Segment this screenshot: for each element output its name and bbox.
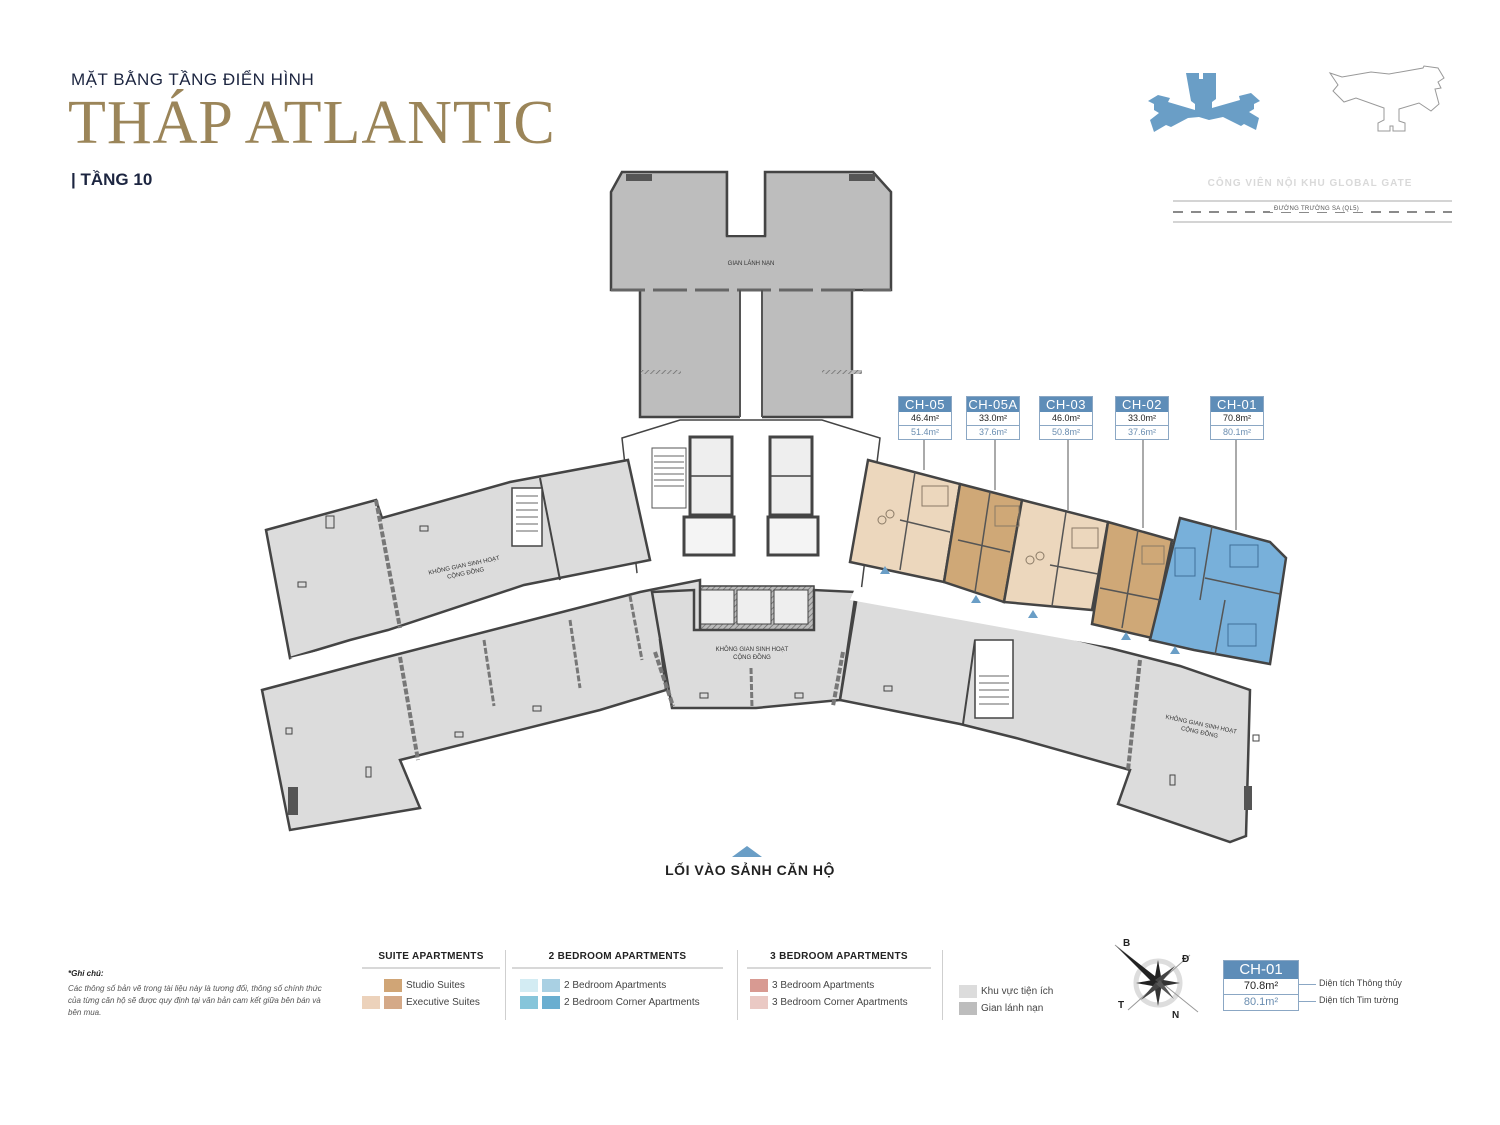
legend-label: 3 Bedroom Corner Apartments bbox=[772, 997, 908, 1008]
key-code: CH-01 bbox=[1224, 961, 1298, 979]
legend-item-utility: Khu vực tiện ích bbox=[959, 983, 1089, 1000]
legend-label: Studio Suites bbox=[406, 980, 465, 991]
floor-label: | TẦNG 10 bbox=[71, 170, 153, 189]
key-net-label: Diện tích Thông thủy bbox=[1319, 978, 1402, 988]
central-community bbox=[650, 588, 858, 710]
road-label: ĐƯỜNG TRƯỜNG SA (QL5) bbox=[1270, 206, 1364, 212]
unit-code: CH-05 bbox=[899, 397, 951, 412]
unit-tag-ch03[interactable]: CH-03 46.0m² 50.8m² bbox=[1039, 396, 1093, 440]
west-wing-upper bbox=[264, 458, 652, 660]
unit-gross-area: 37.6m² bbox=[978, 427, 1007, 437]
swatch-utility bbox=[959, 985, 977, 998]
east-corridor bbox=[850, 586, 1186, 660]
key-leader-gross bbox=[1298, 1001, 1316, 1002]
legend-divider bbox=[505, 950, 506, 1020]
swatch-executive-light bbox=[362, 996, 380, 1009]
legend-label: 3 Bedroom Apartments bbox=[772, 980, 875, 991]
legend-item-2br: 2 Bedroom Apartments bbox=[520, 977, 723, 994]
legend-suite: SUITE APARTMENTS Studio Suites Executive… bbox=[362, 951, 500, 1011]
legend-three-bedroom: 3 BEDROOM APARTMENTS 3 Bedroom Apartment… bbox=[747, 951, 931, 1011]
legend-item-2br-corner: 2 Bedroom Corner Apartments bbox=[520, 994, 723, 1011]
elevator-core bbox=[621, 419, 881, 631]
unit-net-area: 33.0m² bbox=[1116, 412, 1168, 426]
compass-icon bbox=[1114, 944, 1199, 1013]
refuge-wing bbox=[609, 170, 893, 420]
legend-item-3br: 3 Bedroom Apartments bbox=[750, 977, 931, 994]
legend-three-bed-heading: 3 BEDROOM APARTMENTS bbox=[747, 951, 931, 969]
unit-leader-lines bbox=[923, 436, 1237, 530]
legend-label: Gian lánh nạn bbox=[981, 1003, 1044, 1014]
swatch-2br-corner-light bbox=[520, 996, 538, 1009]
legend-two-bedroom: 2 BEDROOM APARTMENTS 2 Bedroom Apartment… bbox=[512, 951, 723, 1011]
park-label: CÔNG VIÊN NỘI KHU GLOBAL GATE bbox=[1207, 178, 1413, 189]
unit-gross-area: 80.1m² bbox=[1222, 427, 1251, 437]
compass-west-label: T bbox=[1118, 1000, 1125, 1011]
unit-ch01 bbox=[1148, 516, 1288, 666]
unit-net-area: 33.0m² bbox=[967, 412, 1019, 426]
swatch-executive-dark bbox=[384, 996, 402, 1009]
legend-suite-heading: SUITE APARTMENTS bbox=[362, 951, 500, 969]
unit-entry-arrows bbox=[880, 566, 1180, 654]
legend-item-refuge: Gian lánh nạn bbox=[959, 1000, 1089, 1017]
legend-label: 2 Bedroom Corner Apartments bbox=[564, 997, 700, 1008]
west-wing-lower bbox=[260, 578, 702, 832]
swatch-3br-corner bbox=[750, 996, 768, 1009]
unit-tag-ch02[interactable]: CH-02 33.0m² 37.6m² bbox=[1115, 396, 1169, 440]
swatch-2br-light bbox=[520, 979, 538, 992]
page-title: THÁP ATLANTIC bbox=[68, 89, 556, 157]
unit-code: CH-03 bbox=[1040, 397, 1092, 412]
apartment-units bbox=[848, 458, 1288, 666]
unit-ch03 bbox=[1002, 498, 1110, 612]
note-body: Các thông số bản vẽ trong tài liệu này l… bbox=[68, 984, 322, 1017]
site-key-outline-tower-icon bbox=[1328, 65, 1445, 132]
key-gross-label: Diện tích Tim tường bbox=[1319, 995, 1399, 1005]
unit-net-area: 70.8m² bbox=[1211, 412, 1263, 426]
legend-divider bbox=[942, 950, 943, 1020]
key-net-area: 70.8m² bbox=[1224, 979, 1298, 995]
entrance-arrow-icon bbox=[732, 846, 762, 857]
swatch-2br-corner-dark bbox=[542, 996, 560, 1009]
legend-label: 2 Bedroom Apartments bbox=[564, 980, 667, 991]
note-title: *Ghi chú: bbox=[68, 969, 104, 978]
unit-tag-ch05[interactable]: CH-05 46.4m² 51.4m² bbox=[898, 396, 952, 440]
legend-label: Executive Suites bbox=[406, 997, 480, 1008]
page-subtitle: MẶT BẰNG TẦNG ĐIỂN HÌNH bbox=[71, 70, 315, 89]
refuge-area-label: GIAN LÁNH NẠN bbox=[728, 260, 775, 267]
unit-gross-area: 37.6m² bbox=[1127, 427, 1156, 437]
legend-item-executive-suites: Executive Suites bbox=[362, 994, 500, 1011]
legend-label: Khu vực tiện ích bbox=[981, 986, 1054, 997]
compass-north-label: B bbox=[1123, 938, 1131, 949]
legend-item-3br-corner: 3 Bedroom Corner Apartments bbox=[750, 994, 931, 1011]
site-key-highlighted-tower-icon bbox=[1148, 73, 1260, 132]
key-gross-area: 80.1m² bbox=[1243, 996, 1279, 1008]
unit-tag-ch05a[interactable]: CH-05A 33.0m² 37.6m² bbox=[966, 396, 1020, 440]
swatch-3br bbox=[750, 979, 768, 992]
legend-two-bed-heading: 2 BEDROOM APARTMENTS bbox=[512, 951, 723, 969]
unit-gross-area: 51.4m² bbox=[910, 427, 939, 437]
swatch-refuge bbox=[959, 1002, 977, 1015]
area-key-tag: CH-01 70.8m² 80.1m² bbox=[1223, 960, 1299, 1011]
legend-other: Khu vực tiện ích Gian lánh nạn bbox=[959, 983, 1089, 1017]
legend-divider bbox=[737, 950, 738, 1020]
swatch-2br-dark bbox=[542, 979, 560, 992]
key-leader-net bbox=[1298, 984, 1316, 985]
unit-code: CH-05A bbox=[967, 397, 1019, 412]
east-wing-lower bbox=[838, 588, 1260, 844]
unit-gross-area: 50.8m² bbox=[1051, 427, 1080, 437]
community-center-label-2: CỘNG ĐỒNG bbox=[733, 654, 771, 661]
unit-tag-ch01[interactable]: CH-01 70.8m² 80.1m² bbox=[1210, 396, 1264, 440]
entrance-label: LỐI VÀO SẢNH CĂN HỘ bbox=[665, 862, 835, 878]
unit-net-area: 46.4m² bbox=[899, 412, 951, 426]
unit-code: CH-02 bbox=[1116, 397, 1168, 412]
west-corridor bbox=[290, 570, 652, 680]
community-center-label-1: KHÔNG GIAN SINH HOẠT bbox=[716, 646, 789, 653]
unit-code: CH-01 bbox=[1211, 397, 1263, 412]
swatch-studio bbox=[384, 979, 402, 992]
compass-south-label: N bbox=[1172, 1010, 1180, 1021]
legend-item-studio-suites: Studio Suites bbox=[362, 977, 500, 994]
compass-east-label: Đ bbox=[1182, 954, 1190, 965]
unit-net-area: 46.0m² bbox=[1040, 412, 1092, 426]
